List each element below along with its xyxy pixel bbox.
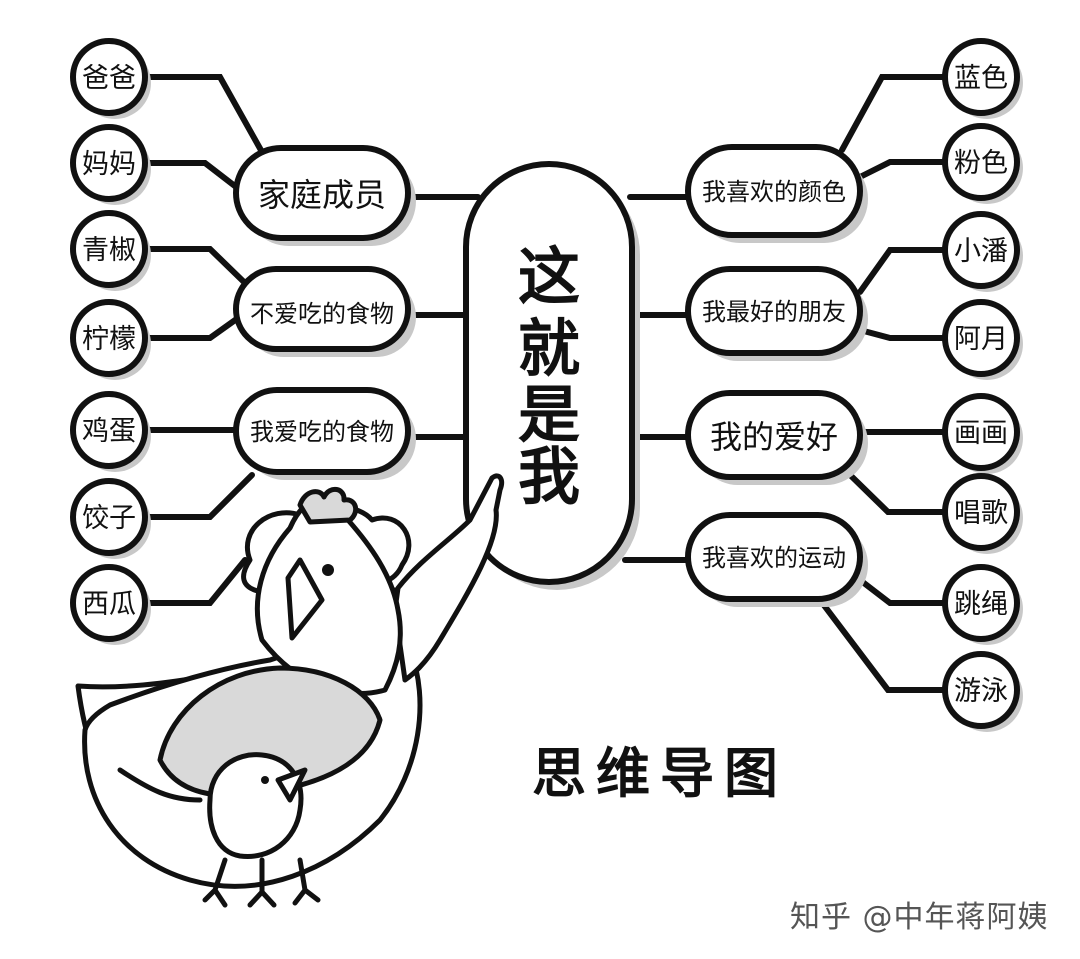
left-leaf-node: 妈妈 (70, 124, 151, 205)
branch-label: 我爱吃的食物 (250, 418, 394, 446)
connector-line (137, 310, 248, 341)
connector-line (857, 327, 949, 341)
right-branch-node: 我喜欢的颜色 (685, 144, 868, 243)
center-char: 这 (518, 240, 580, 313)
leaf-label: 青椒 (82, 235, 136, 266)
right-leaf-node: 粉色 (942, 123, 1023, 204)
right-leaf-node: 小潘 (942, 211, 1023, 292)
hen-with-chick-icon (75, 473, 505, 908)
right-leaf-node: 画画 (942, 393, 1023, 474)
leaf-label: 柠檬 (82, 324, 136, 355)
branch-label: 不爱吃的食物 (250, 300, 394, 328)
left-leaf-node: 青椒 (70, 210, 151, 291)
right-branch-node: 我最好的朋友 (685, 266, 868, 361)
right-leaf-node: 游泳 (942, 651, 1023, 732)
left-branch-node: 我爱吃的食物 (233, 387, 416, 480)
connector-line (857, 247, 949, 295)
leaf-label: 蓝色 (954, 63, 1008, 94)
watermark: 知乎 @中年蒋阿姨 (790, 900, 1049, 935)
leaf-label: 妈妈 (82, 149, 136, 180)
connector-lines (137, 74, 949, 693)
connector-line (137, 557, 248, 606)
right-branch-node: 我喜欢的运动 (685, 512, 868, 607)
right-leaf-node: 蓝色 (942, 38, 1023, 119)
connector-line (137, 246, 248, 286)
leaf-label: 画画 (954, 418, 1008, 449)
connector-line (857, 577, 949, 606)
left-leaf-node: 柠檬 (70, 299, 151, 380)
left-leaf-node: 西瓜 (70, 564, 151, 645)
left-branch-node: 家庭成员 (233, 145, 416, 246)
leaf-label: 小潘 (954, 236, 1008, 267)
leaf-label: 唱歌 (954, 498, 1008, 529)
diagram-caption: 思维导图 (532, 742, 788, 805)
right-leaf-node: 唱歌 (942, 473, 1023, 554)
connector-line (137, 160, 243, 193)
leaf-label: 西瓜 (82, 589, 136, 620)
right-leaf-node: 跳绳 (942, 564, 1023, 645)
right-leaf-node: 阿月 (942, 299, 1023, 380)
branch-label: 我的爱好 (710, 418, 838, 456)
right-branch-node: 我的爱好 (685, 390, 868, 485)
connector-line (137, 472, 255, 520)
branch-label: 我喜欢的颜色 (702, 178, 846, 206)
left-leaf-node: 鸡蛋 (70, 391, 151, 472)
leaf-label: 阿月 (954, 324, 1008, 355)
connector-line (817, 597, 949, 693)
leaf-label: 粉色 (954, 148, 1008, 179)
leaf-label: 鸡蛋 (82, 416, 136, 447)
connector-line (137, 74, 265, 155)
branch-label: 我最好的朋友 (702, 298, 846, 326)
center-char: 就 (518, 312, 580, 385)
center-char: 是 (518, 378, 580, 451)
left-leaf-node: 爸爸 (70, 38, 151, 119)
leaf-label: 游泳 (954, 676, 1008, 707)
left-branch-node: 不爱吃的食物 (233, 266, 416, 357)
connector-line (842, 467, 949, 515)
leaf-label: 饺子 (82, 503, 136, 534)
branch-label: 家庭成员 (258, 176, 386, 214)
left-leaf-node: 饺子 (70, 478, 151, 559)
connector-line (855, 159, 949, 181)
leaf-label: 爸爸 (82, 63, 136, 94)
center-char: 我 (518, 440, 580, 513)
branch-label: 我喜欢的运动 (702, 544, 846, 572)
connector-line (839, 74, 949, 153)
center-node: 这 就 是 我 (463, 161, 640, 590)
leaf-label: 跳绳 (954, 589, 1008, 620)
